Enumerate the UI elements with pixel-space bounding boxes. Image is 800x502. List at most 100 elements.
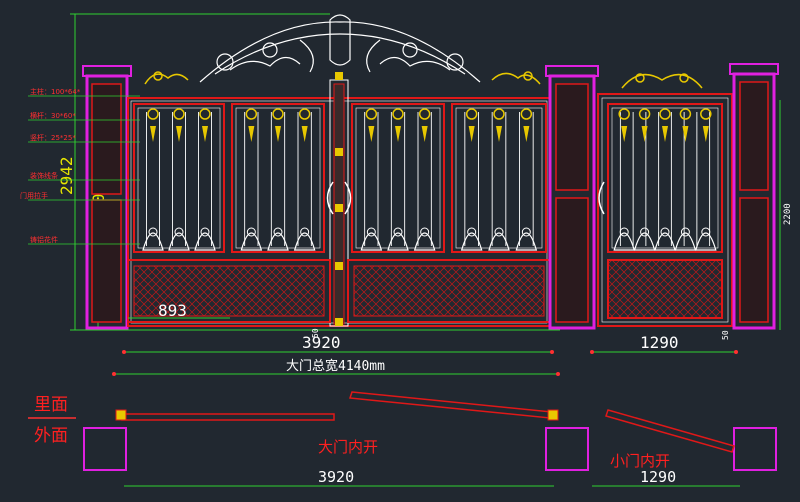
gold-rosette — [272, 108, 284, 120]
small-gate-handle — [598, 181, 605, 215]
gold-rosette — [392, 108, 404, 120]
cast-flower — [267, 232, 289, 251]
gold-rosette — [638, 108, 651, 120]
gold-rosette — [465, 108, 478, 120]
cast-flower-knot — [366, 227, 376, 237]
gold-rosette — [173, 108, 185, 120]
gold-rosette — [298, 108, 311, 120]
dimension-ticks — [112, 350, 738, 376]
plan-small-width-label: 1290 — [640, 468, 676, 486]
gold-rosette — [618, 108, 630, 120]
annotation-decorative-strip: 装饰线条 — [30, 171, 58, 180]
gold-finial — [176, 126, 182, 142]
cast-flower-knot — [300, 227, 310, 237]
gold-finial — [496, 126, 502, 142]
middle-pillar — [545, 65, 599, 330]
cast-flower-knot — [393, 227, 403, 237]
hinge-markers — [335, 72, 343, 326]
gold-finial — [662, 126, 668, 142]
cast-flower-knot — [174, 227, 184, 237]
cast-flower — [360, 232, 383, 251]
plan-main-swing-label: 大门内开 — [318, 438, 378, 456]
gold-finial — [275, 126, 281, 142]
gold-finial — [682, 126, 689, 142]
main-gate-panel-2 — [231, 103, 325, 253]
cast-flower-knot — [640, 227, 650, 237]
main-gate-panel-4 — [451, 103, 547, 253]
right-pillar — [729, 63, 779, 330]
cast-flower — [694, 232, 717, 251]
bottom-dimension-lines — [114, 317, 736, 375]
main-gate-width-label: 3920 — [302, 333, 341, 352]
main-gate-panel-3 — [351, 103, 445, 253]
gold-finial — [641, 126, 648, 142]
main-gate-crown — [199, 14, 481, 83]
cast-flower-knot — [521, 227, 531, 237]
annotation-leaders — [28, 95, 140, 245]
cast-flower — [515, 232, 538, 251]
annotation-cast-flower: 铸铝花件 — [30, 235, 58, 244]
gold-finial — [395, 126, 401, 142]
cast-flower-knot — [680, 227, 690, 237]
total-width-label: 大门总宽4140mm — [286, 358, 385, 374]
gold-scroll-right — [491, 71, 541, 85]
gold-rosette — [418, 108, 431, 120]
gold-rosette — [199, 108, 211, 120]
gold-rosette — [659, 108, 671, 120]
main-gate-panel-1 — [133, 103, 225, 253]
gold-rosette — [700, 108, 712, 120]
small-gate-width-label: 1290 — [640, 333, 679, 352]
cast-flower-knot — [619, 227, 629, 237]
plan-inside-label: 里面 — [34, 395, 68, 415]
gold-finial — [301, 126, 308, 142]
cast-flower — [413, 232, 436, 251]
annotation-horizontal-bar: 横杆：30*60* — [30, 111, 76, 120]
cast-flower — [488, 232, 510, 251]
gold-finial — [702, 126, 709, 142]
cast-flower-knot — [246, 227, 256, 237]
cast-flower-knot — [273, 227, 283, 237]
gold-scroll-left — [144, 71, 189, 85]
cast-flower — [387, 232, 409, 251]
plan-small-swing-label: 小门内开 — [610, 452, 670, 470]
gold-finial — [368, 126, 375, 142]
cast-flower — [142, 232, 164, 251]
total-height-label: 2942 — [57, 156, 76, 195]
cast-flower — [293, 232, 316, 251]
cast-flower-knot — [701, 227, 711, 237]
small-gate-frame — [597, 93, 733, 327]
annotation-door-handle: 门用拉手 — [20, 191, 48, 200]
cast-flower-knot — [660, 227, 670, 237]
cast-flower — [460, 232, 483, 251]
post-offset-left-label: 50 — [311, 328, 320, 338]
main-gate-lower-panels — [127, 259, 551, 323]
gold-finial — [523, 126, 530, 142]
cast-flower-knot — [200, 227, 210, 237]
cast-flower-knot — [467, 227, 477, 237]
gold-finial — [150, 126, 156, 142]
cast-flower — [194, 232, 216, 251]
gold-rosette — [520, 108, 533, 120]
lower-panel-width-label: 893 — [158, 301, 187, 320]
annotation-main-post: 主柱：100*64* — [30, 87, 81, 96]
annotation-vertical-bar: 竖杆：25*25* — [30, 133, 76, 142]
plan-hinges — [115, 409, 559, 421]
main-gate-handle — [326, 181, 352, 215]
plan-main-width-label: 3920 — [318, 468, 354, 486]
post-offset-right-label: 50 — [721, 330, 730, 340]
vertical-bars — [142, 108, 717, 251]
gold-rosette — [365, 108, 378, 120]
gold-finial — [468, 126, 475, 142]
cast-flower-knot — [148, 227, 158, 237]
gold-finial — [248, 126, 255, 142]
cast-flower-knot — [494, 227, 504, 237]
gold-finial — [202, 126, 208, 142]
plan-posts — [83, 427, 777, 471]
plan-outside-label: 外面 — [34, 426, 68, 446]
gold-finial — [421, 126, 428, 142]
gold-rosette — [245, 108, 258, 120]
cast-flower-knot — [420, 227, 430, 237]
gold-rosette — [147, 108, 159, 120]
cast-flower — [240, 232, 263, 251]
